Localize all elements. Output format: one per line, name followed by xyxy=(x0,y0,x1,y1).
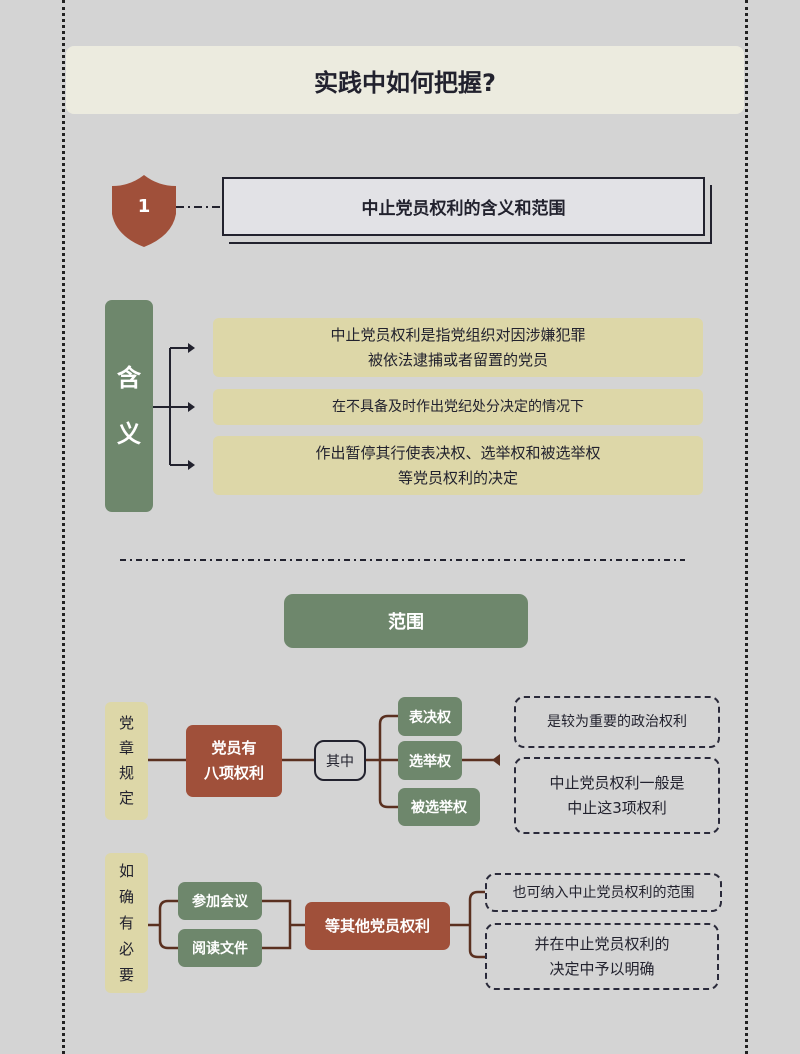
note-specify-decision: 并在中止党员权利的决定中予以明确 xyxy=(485,923,719,990)
line: 中止党员权利是指党组织对因涉嫌犯罪 xyxy=(330,325,586,344)
right-be-elected: 被选举权 xyxy=(398,788,480,826)
page-title: 实践中如何把握? xyxy=(66,46,744,114)
char: 党 xyxy=(118,714,134,732)
right-voting: 表决权 xyxy=(398,697,462,736)
section-title: 中止党员权利的含义和范围 xyxy=(222,177,705,236)
among-box: 其中 xyxy=(314,740,366,781)
line: 决定中予以明确 xyxy=(549,959,655,978)
if-needed-label: 如确有必要 xyxy=(105,853,148,993)
line: 被依法逮捕或者留置的党员 xyxy=(367,350,548,369)
line: 等党员权利的决定 xyxy=(397,468,518,487)
meaning-label-char: 含 xyxy=(117,364,141,392)
line: 并在中止党员权利的 xyxy=(534,934,670,953)
dotted-border-left xyxy=(62,0,65,1054)
note-include-scope: 也可纳入中止党员权利的范围 xyxy=(485,873,722,912)
line: 党员有 xyxy=(211,739,257,757)
line: 八项权利 xyxy=(203,764,264,782)
dotted-border-right xyxy=(745,0,748,1054)
read-documents: 阅读文件 xyxy=(178,929,262,967)
attend-meetings: 参加会议 xyxy=(178,882,262,920)
meaning-label-char: 义 xyxy=(117,420,141,448)
char: 如 xyxy=(118,862,134,880)
meaning-item-1: 中止党员权利是指党组织对因涉嫌犯罪被依法逮捕或者留置的党员 xyxy=(213,318,703,377)
char: 定 xyxy=(118,789,134,807)
line: 在不具备及时作出党纪处分决定的情况下 xyxy=(332,399,584,415)
note-important: 是较为重要的政治权利 xyxy=(514,696,720,748)
meaning-item-3: 作出暂停其行使表决权、选举权和被选举权等党员权利的决定 xyxy=(213,436,703,495)
char: 规 xyxy=(118,764,134,782)
right-elect: 选举权 xyxy=(398,741,462,780)
other-rights-box: 等其他党员权利 xyxy=(305,902,450,950)
char: 章 xyxy=(118,739,134,757)
meaning-label: 含 义 xyxy=(105,300,153,512)
shield-icon xyxy=(112,175,176,247)
char: 有 xyxy=(118,914,134,932)
line: 也可纳入中止党员权利的范围 xyxy=(512,884,695,901)
char: 要 xyxy=(118,966,134,984)
note-suspend-three: 中止党员权利一般是中止这3项权利 xyxy=(514,757,720,834)
section-number: 1 xyxy=(137,195,151,217)
line: 中止这3项权利 xyxy=(567,798,667,817)
line: 作出暂停其行使表决权、选举权和被选举权 xyxy=(315,443,601,462)
scope-label: 范围 xyxy=(284,594,528,648)
party-rules-label: 党章规定 xyxy=(105,702,148,820)
line: 是较为重要的政治权利 xyxy=(547,714,687,730)
eight-rights-box: 党员有八项权利 xyxy=(186,725,282,797)
line: 中止党员权利一般是 xyxy=(549,773,685,792)
char: 必 xyxy=(118,940,134,958)
meaning-item-2: 在不具备及时作出党纪处分决定的情况下 xyxy=(213,389,703,425)
char: 确 xyxy=(118,888,134,906)
